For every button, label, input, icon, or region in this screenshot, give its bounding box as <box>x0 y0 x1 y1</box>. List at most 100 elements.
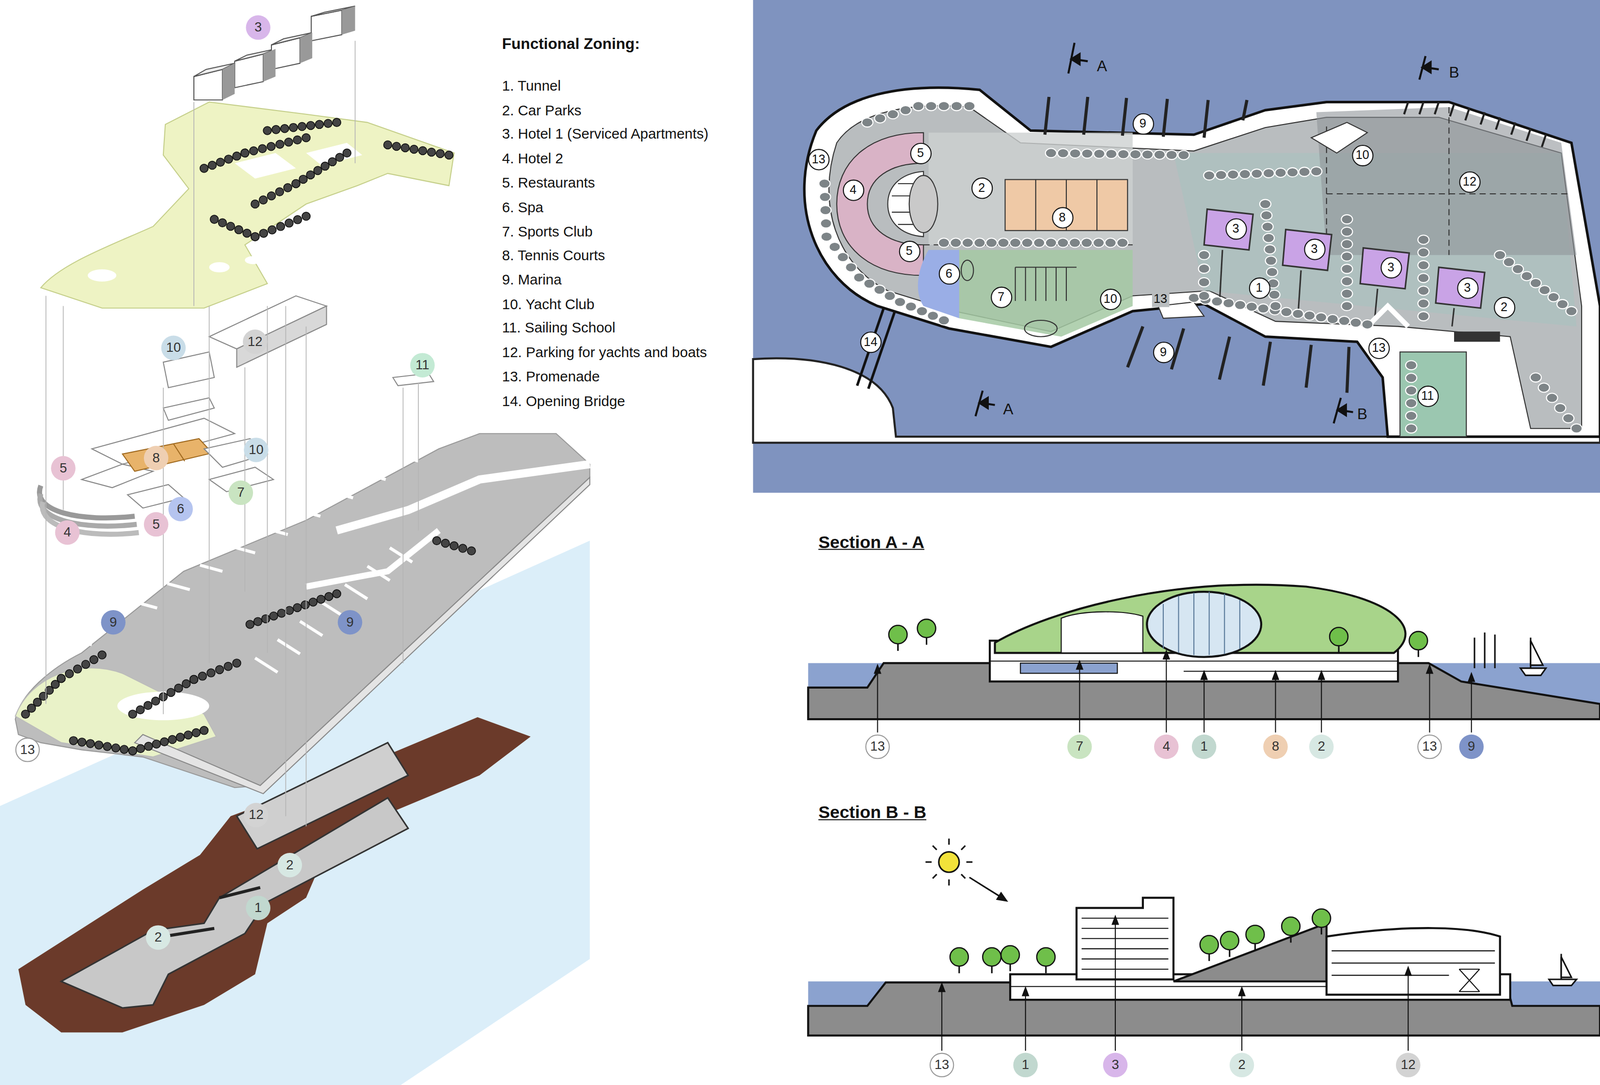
site-plan-part <box>753 0 1600 493</box>
exploded-axonometric-part-part <box>396 455 419 462</box>
projection-lines-part <box>193 102 195 307</box>
leader-lines-part <box>1405 967 1412 976</box>
tree-symbols-part <box>1198 264 1210 274</box>
sailboats-part <box>1473 637 1475 669</box>
callout-number: 4 <box>55 520 80 546</box>
leader-lines-part <box>941 987 943 1052</box>
projection-lines-part <box>208 306 210 664</box>
tree-symbols-part <box>821 232 833 242</box>
tree-symbols-part <box>320 161 330 171</box>
building-layer-part <box>39 485 135 519</box>
tree-symbols-part <box>280 124 289 133</box>
tree-symbols-part <box>1281 917 1300 936</box>
callout-number: 13 <box>1151 291 1170 307</box>
leader-lines-part <box>1318 671 1325 680</box>
leader-lines-part <box>938 983 946 992</box>
callout-number: 2 <box>1229 1053 1255 1078</box>
sun-symbol-part <box>996 891 1009 903</box>
tree-symbols-part <box>441 539 450 548</box>
tree-symbols-part <box>1057 148 1069 159</box>
tree-symbols-part <box>985 238 998 248</box>
tree-symbols-part <box>293 215 302 224</box>
tree-symbols-part <box>335 153 344 162</box>
tree-symbols-part <box>1329 627 1348 647</box>
exploded-axonometric-part-part <box>330 491 353 499</box>
tree-symbols-part <box>1234 300 1246 310</box>
tree-symbols-part <box>1361 319 1373 330</box>
tree-symbols-part <box>184 730 193 740</box>
tree-symbols-part <box>1417 299 1429 309</box>
legend-heading: Functional Zoning: <box>502 32 640 53</box>
tree-symbols-part <box>383 141 393 150</box>
callout-number: 12 <box>1395 1053 1421 1078</box>
marina-edge-part <box>1480 112 1485 125</box>
projection-lines-part <box>285 306 287 817</box>
tree-symbols-part <box>873 285 886 295</box>
tree-symbols-part <box>821 232 833 242</box>
section-a-part-part <box>1162 603 1164 650</box>
building-layer <box>39 296 434 535</box>
site-plan-part-part <box>1065 267 1067 301</box>
callout-number: 12 <box>1458 171 1481 193</box>
tree-symbols-part <box>315 120 324 129</box>
callout-number: 13 <box>1367 337 1390 359</box>
sailboat-part <box>1549 979 1577 986</box>
tree-symbols-part <box>299 174 308 184</box>
tree-symbols-part <box>1262 221 1274 232</box>
site-plan-part <box>1005 179 1128 231</box>
tree-symbols-part <box>191 728 201 738</box>
leader-lines-part <box>1426 665 1433 674</box>
legend-item: 2. Car Parks <box>502 100 582 120</box>
section-a <box>807 585 1600 733</box>
tree-symbols-part <box>1093 149 1105 159</box>
tree-symbols-part <box>1299 167 1311 177</box>
sun-symbol-part <box>938 852 960 873</box>
section-a-part <box>1163 591 1240 656</box>
tree-symbols-part <box>251 200 260 209</box>
tree-symbols-part <box>1129 149 1141 159</box>
tree-symbols-part <box>128 746 137 756</box>
tree-symbols-part <box>449 541 459 551</box>
leader-lines <box>938 916 1412 1051</box>
callout-number: 7 <box>990 286 1012 308</box>
site-plan-part <box>928 132 1133 246</box>
section-marker: A <box>1096 57 1108 76</box>
tree-symbols-part <box>467 546 476 555</box>
tree-symbols-part <box>1327 314 1339 324</box>
tree-symbols-part <box>242 229 252 238</box>
sailboats-part <box>1494 634 1496 668</box>
callout-number: 3 <box>1456 277 1478 299</box>
site-plan-part <box>1367 306 1409 327</box>
tree-symbols-part <box>1405 411 1417 421</box>
callout-number: 9 <box>337 610 363 635</box>
tree-symbols-part <box>1105 149 1117 159</box>
section-b-part-part <box>1458 968 1480 970</box>
section-a-part-part <box>1239 600 1241 650</box>
landscape-layer-part <box>40 102 455 309</box>
marina-jetties-part <box>1122 97 1127 136</box>
tree-symbols <box>21 118 476 756</box>
projection-lines-part <box>417 382 419 531</box>
section-markers-part <box>1422 62 1431 73</box>
tree-symbols-part <box>151 697 160 706</box>
projection-lines-part <box>45 296 47 705</box>
tree-symbols-part <box>1116 238 1128 248</box>
tree-symbols-part <box>306 121 316 130</box>
tree-symbols-part <box>894 297 906 307</box>
tree-symbols-part <box>128 710 137 719</box>
tree-symbols-part <box>1198 250 1210 260</box>
leader-lines-part <box>1025 991 1027 1051</box>
tree-symbols-part <box>1154 150 1166 160</box>
exploded-axonometric-part-part <box>69 638 92 646</box>
sun-symbol-part-part <box>948 838 950 845</box>
tree-symbols <box>888 619 1428 974</box>
marina-edge-part <box>1404 102 1409 115</box>
tree-symbols-part <box>200 726 209 735</box>
callout-number: 9 <box>1458 734 1484 760</box>
tree-symbols-part <box>1417 286 1429 296</box>
callout-number: 2 <box>145 925 171 951</box>
tree-symbols-part <box>1080 238 1093 248</box>
tree-symbols-part <box>1548 292 1560 302</box>
marina-jetties-part <box>1163 98 1168 137</box>
hotel-blocks <box>193 6 356 101</box>
